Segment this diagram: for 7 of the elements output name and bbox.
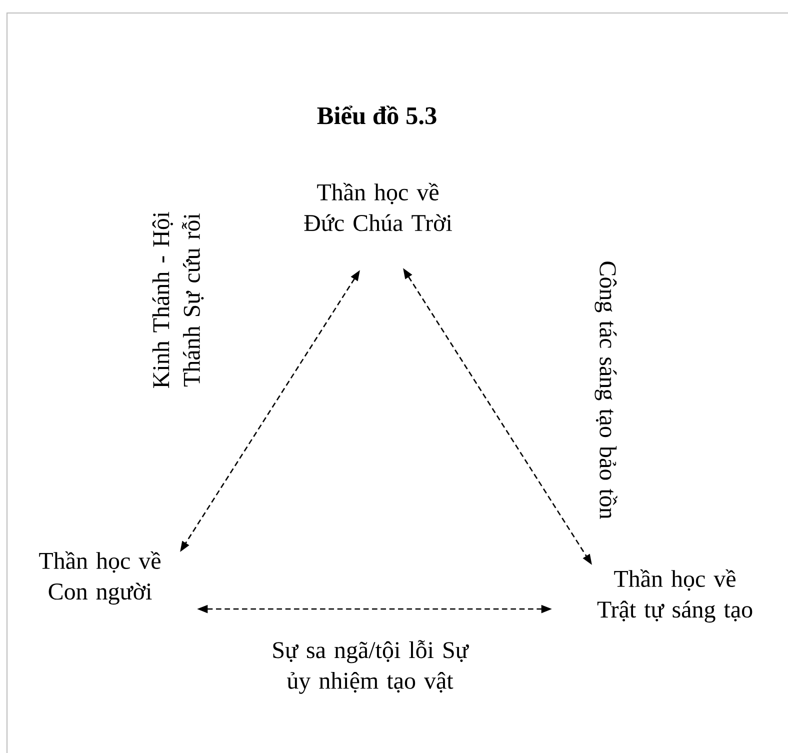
edge-label: Kinh Thánh - Hội Thánh Sự cứu rỗi (151, 196, 205, 404)
diagram-title: Biểu đồ 5.3 (317, 106, 436, 124)
edge-label: Sự sa ngã/tội lỗi Sự ủy nhiệm tạo vật (254, 638, 486, 696)
node-label: Thần học về Trật tự sáng tạo (597, 569, 752, 623)
node-label: Thần học về Đức Chúa Trời (304, 182, 452, 232)
node-label: Thần học về Con người (39, 551, 160, 605)
edge-label: Công tác sáng tạo bảo tồn (593, 238, 619, 542)
